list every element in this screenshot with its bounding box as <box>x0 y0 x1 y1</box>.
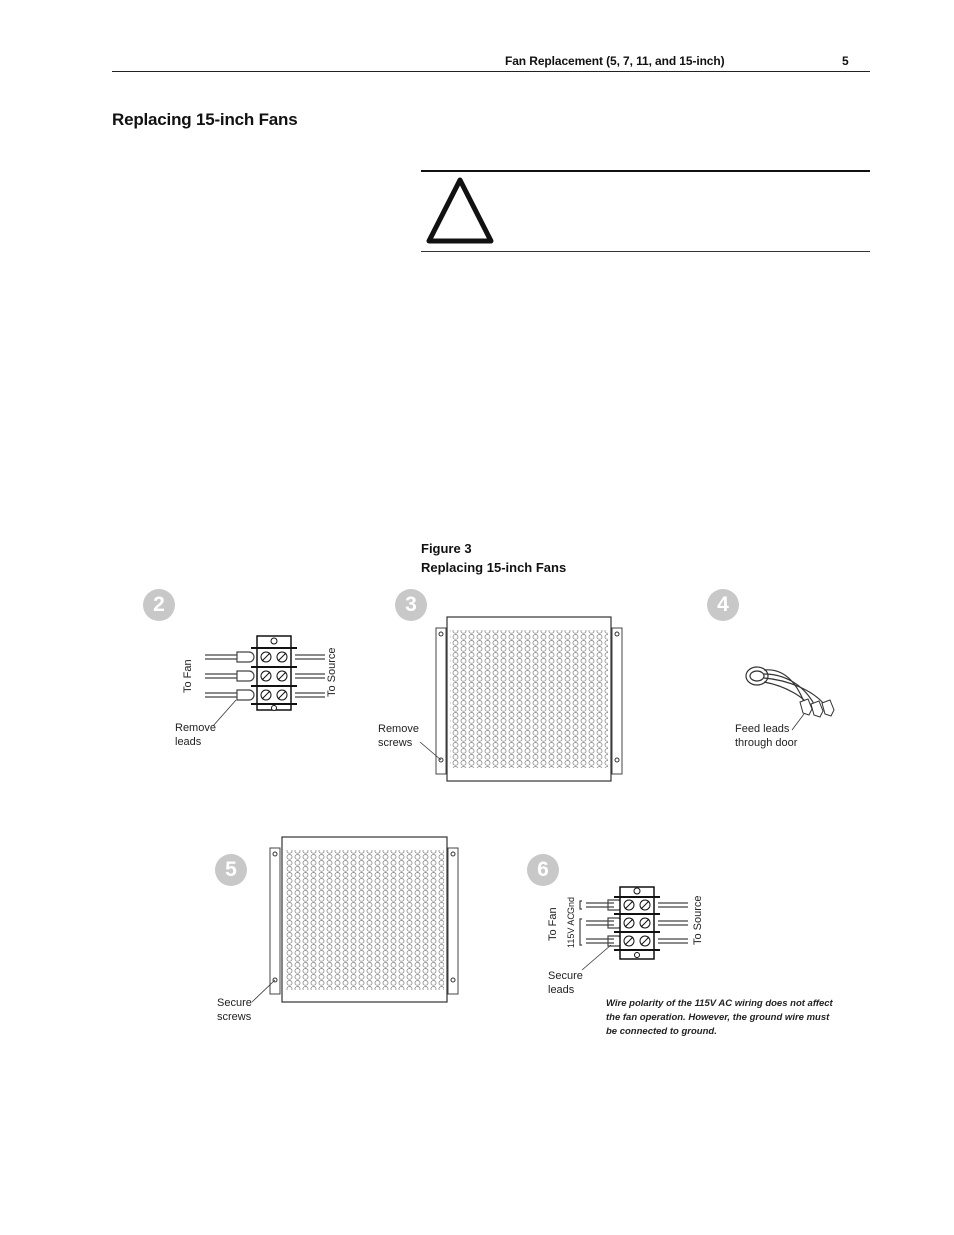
step-4-badge: 4 <box>707 589 739 621</box>
figure-label: Figure 3 Replacing 15-inch Fans <box>421 539 566 577</box>
figure-number: Figure 3 <box>421 541 472 556</box>
figure-title: Replacing 15-inch Fans <box>421 560 567 575</box>
step-6-terminal-block <box>578 882 698 971</box>
step-6-115v-ac-label: 115V AC <box>566 913 576 948</box>
step-3-fan-grille <box>419 616 626 787</box>
step-3-badge: 3 <box>395 589 427 621</box>
step-5-caption: Secure screws <box>217 997 252 1023</box>
step-6-to-fan-label: To Fan <box>547 907 559 941</box>
page-number: 5 <box>842 54 849 68</box>
wire-polarity-note: Wire polarity of the 115V AC wiring does… <box>606 998 833 1037</box>
attention-top-rule <box>421 170 870 172</box>
step-2-badge: 2 <box>143 589 175 621</box>
step-4-caption: Feed leads through door <box>735 723 798 749</box>
step-6-badge: 6 <box>527 854 559 886</box>
step-6-gnd-label: Gnd <box>566 896 576 914</box>
step-2-caption: Remove leads <box>175 722 216 748</box>
step-2-to-source-label: To Source <box>326 647 338 697</box>
attention-bottom-rule <box>421 251 870 252</box>
section-title: Replacing 15-inch Fans <box>112 110 298 129</box>
step-3-caption: Remove screws <box>378 723 419 749</box>
step-4-leads-bundle <box>740 658 840 733</box>
warning-triangle-icon <box>425 176 495 251</box>
running-header-title: Fan Replacement (5, 7, 11, and 15-inch) <box>505 54 725 68</box>
step-2-terminal-block <box>195 630 335 727</box>
step-2-to-fan-label: To Fan <box>182 659 194 693</box>
step-6-to-source-label: To Source <box>692 895 704 945</box>
step-5-badge: 5 <box>215 854 247 886</box>
header-rule <box>112 71 870 72</box>
step-6-caption: Secure leads <box>548 970 583 996</box>
step-5-fan-grille <box>251 836 462 1009</box>
